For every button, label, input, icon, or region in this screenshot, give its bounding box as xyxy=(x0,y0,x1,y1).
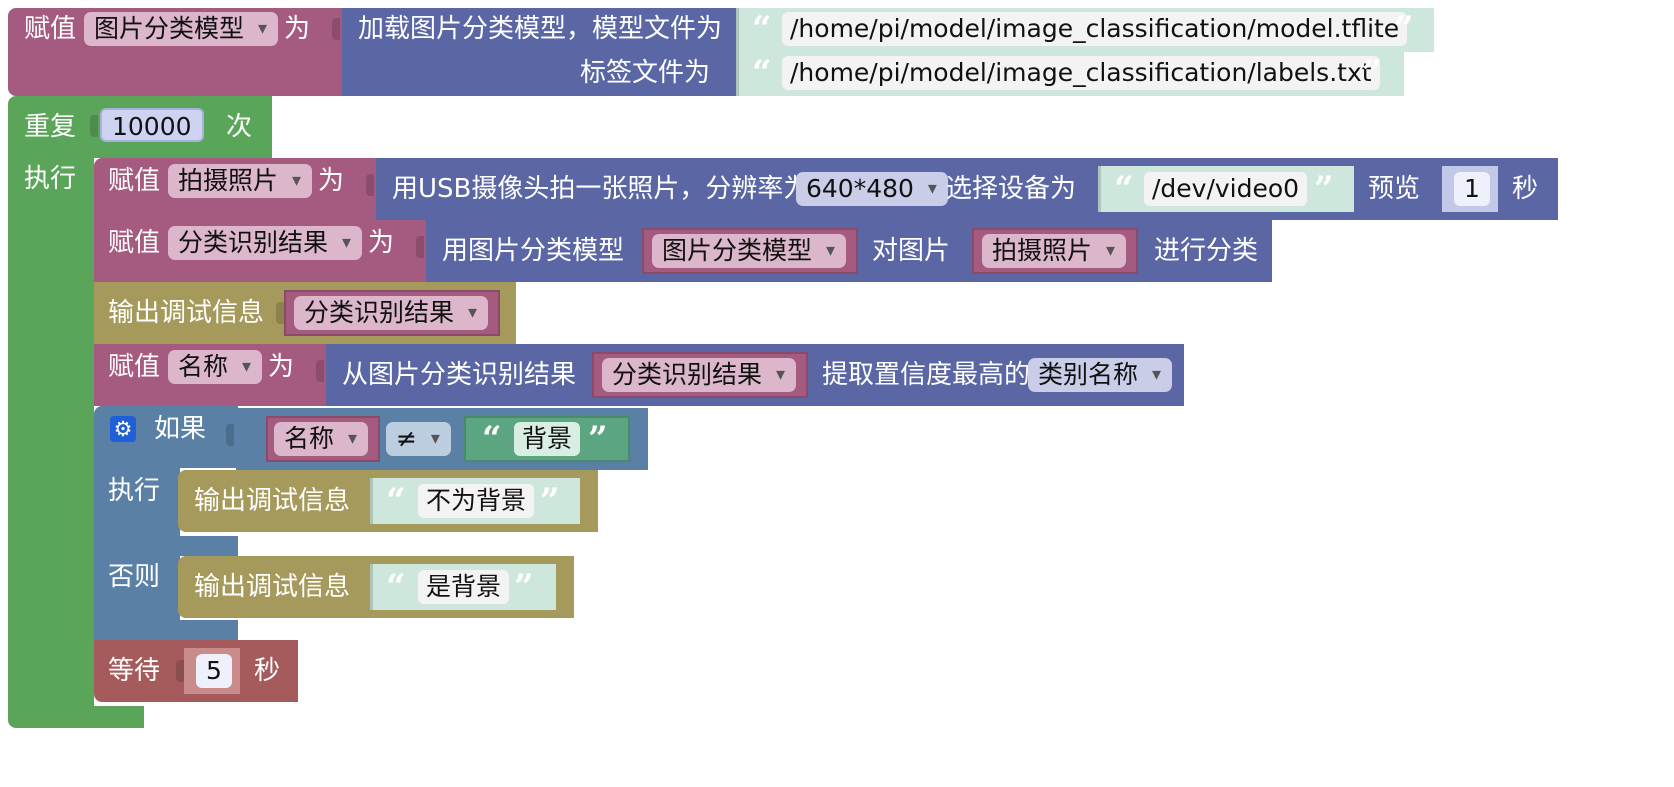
repeat-count-input[interactable]: 10000 xyxy=(100,108,204,142)
load-model-label: 加载图片分类模型，模型文件为 xyxy=(358,14,723,44)
input-notch xyxy=(90,115,98,137)
model-variable-dropdown[interactable]: 图片分类模型 xyxy=(84,12,279,46)
load-model-block[interactable] xyxy=(342,8,738,96)
result-variable-dropdown[interactable]: 分类识别结果 xyxy=(168,226,363,260)
else-debug-string-input[interactable]: 是背景 xyxy=(418,570,510,604)
repeat-block-spine xyxy=(8,158,94,708)
field-dropdown[interactable]: 类别名称 xyxy=(1028,358,1173,392)
capture-variable-dropdown[interactable]: 拍摄照片 xyxy=(168,164,313,198)
model-file-input[interactable]: /home/pi/model/image_classification/mode… xyxy=(782,12,1408,46)
classify-end-label: 进行分类 xyxy=(1154,236,1259,266)
wait-seconds-input[interactable]: 5 xyxy=(196,654,232,688)
open-quote-icon: “ xyxy=(386,567,406,607)
name-variable-dropdown[interactable]: 名称 xyxy=(168,350,263,384)
usb-camera-label: 用USB摄像头拍一张照片，分辨率为 xyxy=(392,174,810,204)
do-debug-string-input[interactable]: 不为背景 xyxy=(418,484,535,518)
close-quote-icon: ” xyxy=(1314,169,1334,209)
labels-file-label: 标签文件为 xyxy=(580,58,711,88)
assign-keyword: 赋值 xyxy=(24,14,77,44)
repeat-do-label: 执行 xyxy=(24,164,77,194)
input-notch xyxy=(226,424,234,446)
input-notch xyxy=(332,18,340,40)
gear-icon[interactable]: ⚙ xyxy=(110,416,136,442)
debug-label: 输出调试信息 xyxy=(194,486,351,516)
assign-keyword: 赋值 xyxy=(108,166,161,196)
image-var-dropdown[interactable]: 拍摄照片 xyxy=(982,234,1127,268)
close-quote-icon: ” xyxy=(514,567,534,607)
assign-keyword: 赋值 xyxy=(108,228,161,258)
operator-dropdown[interactable]: ≠ xyxy=(386,422,451,456)
if-block-footer xyxy=(94,620,238,640)
repeat-block-footer xyxy=(8,706,144,728)
input-notch xyxy=(416,236,424,258)
input-notch xyxy=(276,302,284,324)
open-quote-icon: “ xyxy=(752,9,772,49)
open-quote-icon: “ xyxy=(482,419,502,459)
close-quote-icon: ” xyxy=(540,481,560,521)
else-label: 否则 xyxy=(108,562,161,592)
repeat-keyword: 重复 xyxy=(24,112,77,142)
assign-as-label: 为 xyxy=(268,352,295,382)
result-var-dropdown[interactable]: 分类识别结果 xyxy=(602,358,797,392)
device-label: 选择设备为 xyxy=(946,174,1077,204)
if-keyword: 如果 xyxy=(154,414,207,444)
right-string-input[interactable]: 背景 xyxy=(514,422,581,456)
input-notch xyxy=(176,660,184,682)
device-input[interactable]: /dev/video0 xyxy=(1144,172,1308,206)
input-notch xyxy=(316,360,324,382)
preview-label: 预览 xyxy=(1368,174,1421,204)
assign-as-label: 为 xyxy=(284,14,311,44)
open-quote-icon: “ xyxy=(752,53,772,93)
labels-file-input[interactable]: /home/pi/model/image_classification/labe… xyxy=(782,56,1380,90)
wait-seconds-label: 秒 xyxy=(254,656,281,686)
close-quote-icon: ” xyxy=(588,419,608,459)
usb-camera-block[interactable] xyxy=(376,158,1558,220)
input-notch xyxy=(366,174,374,196)
wait-keyword: 等待 xyxy=(108,656,161,686)
model-var-dropdown[interactable]: 图片分类模型 xyxy=(652,234,847,268)
debug-label: 输出调试信息 xyxy=(194,572,351,602)
repeat-times-label: 次 xyxy=(226,112,253,142)
open-quote-icon: “ xyxy=(1114,169,1134,209)
assign-as-label: 为 xyxy=(368,228,395,258)
image-label: 对图片 xyxy=(872,236,951,266)
if-do-label: 执行 xyxy=(108,476,161,506)
close-quote-icon: ” xyxy=(1362,53,1382,93)
extract-label: 从图片分类识别结果 xyxy=(342,360,577,390)
assign-keyword: 赋值 xyxy=(108,352,161,382)
assign-as-label: 为 xyxy=(318,166,345,196)
if-block-mid xyxy=(94,536,238,556)
debug-label: 输出调试信息 xyxy=(108,298,265,328)
preview-seconds-input[interactable]: 1 xyxy=(1454,172,1490,206)
resolution-dropdown[interactable]: 640*480 xyxy=(796,172,948,206)
classify-label: 用图片分类模型 xyxy=(442,236,625,266)
close-quote-icon: ” xyxy=(1394,9,1414,49)
debug-var-dropdown[interactable]: 分类识别结果 xyxy=(294,296,489,330)
left-var-dropdown[interactable]: 名称 xyxy=(274,422,369,456)
open-quote-icon: “ xyxy=(386,481,406,521)
preview-seconds-label: 秒 xyxy=(1512,174,1539,204)
pick-label: 提取置信度最高的 xyxy=(822,360,1031,390)
